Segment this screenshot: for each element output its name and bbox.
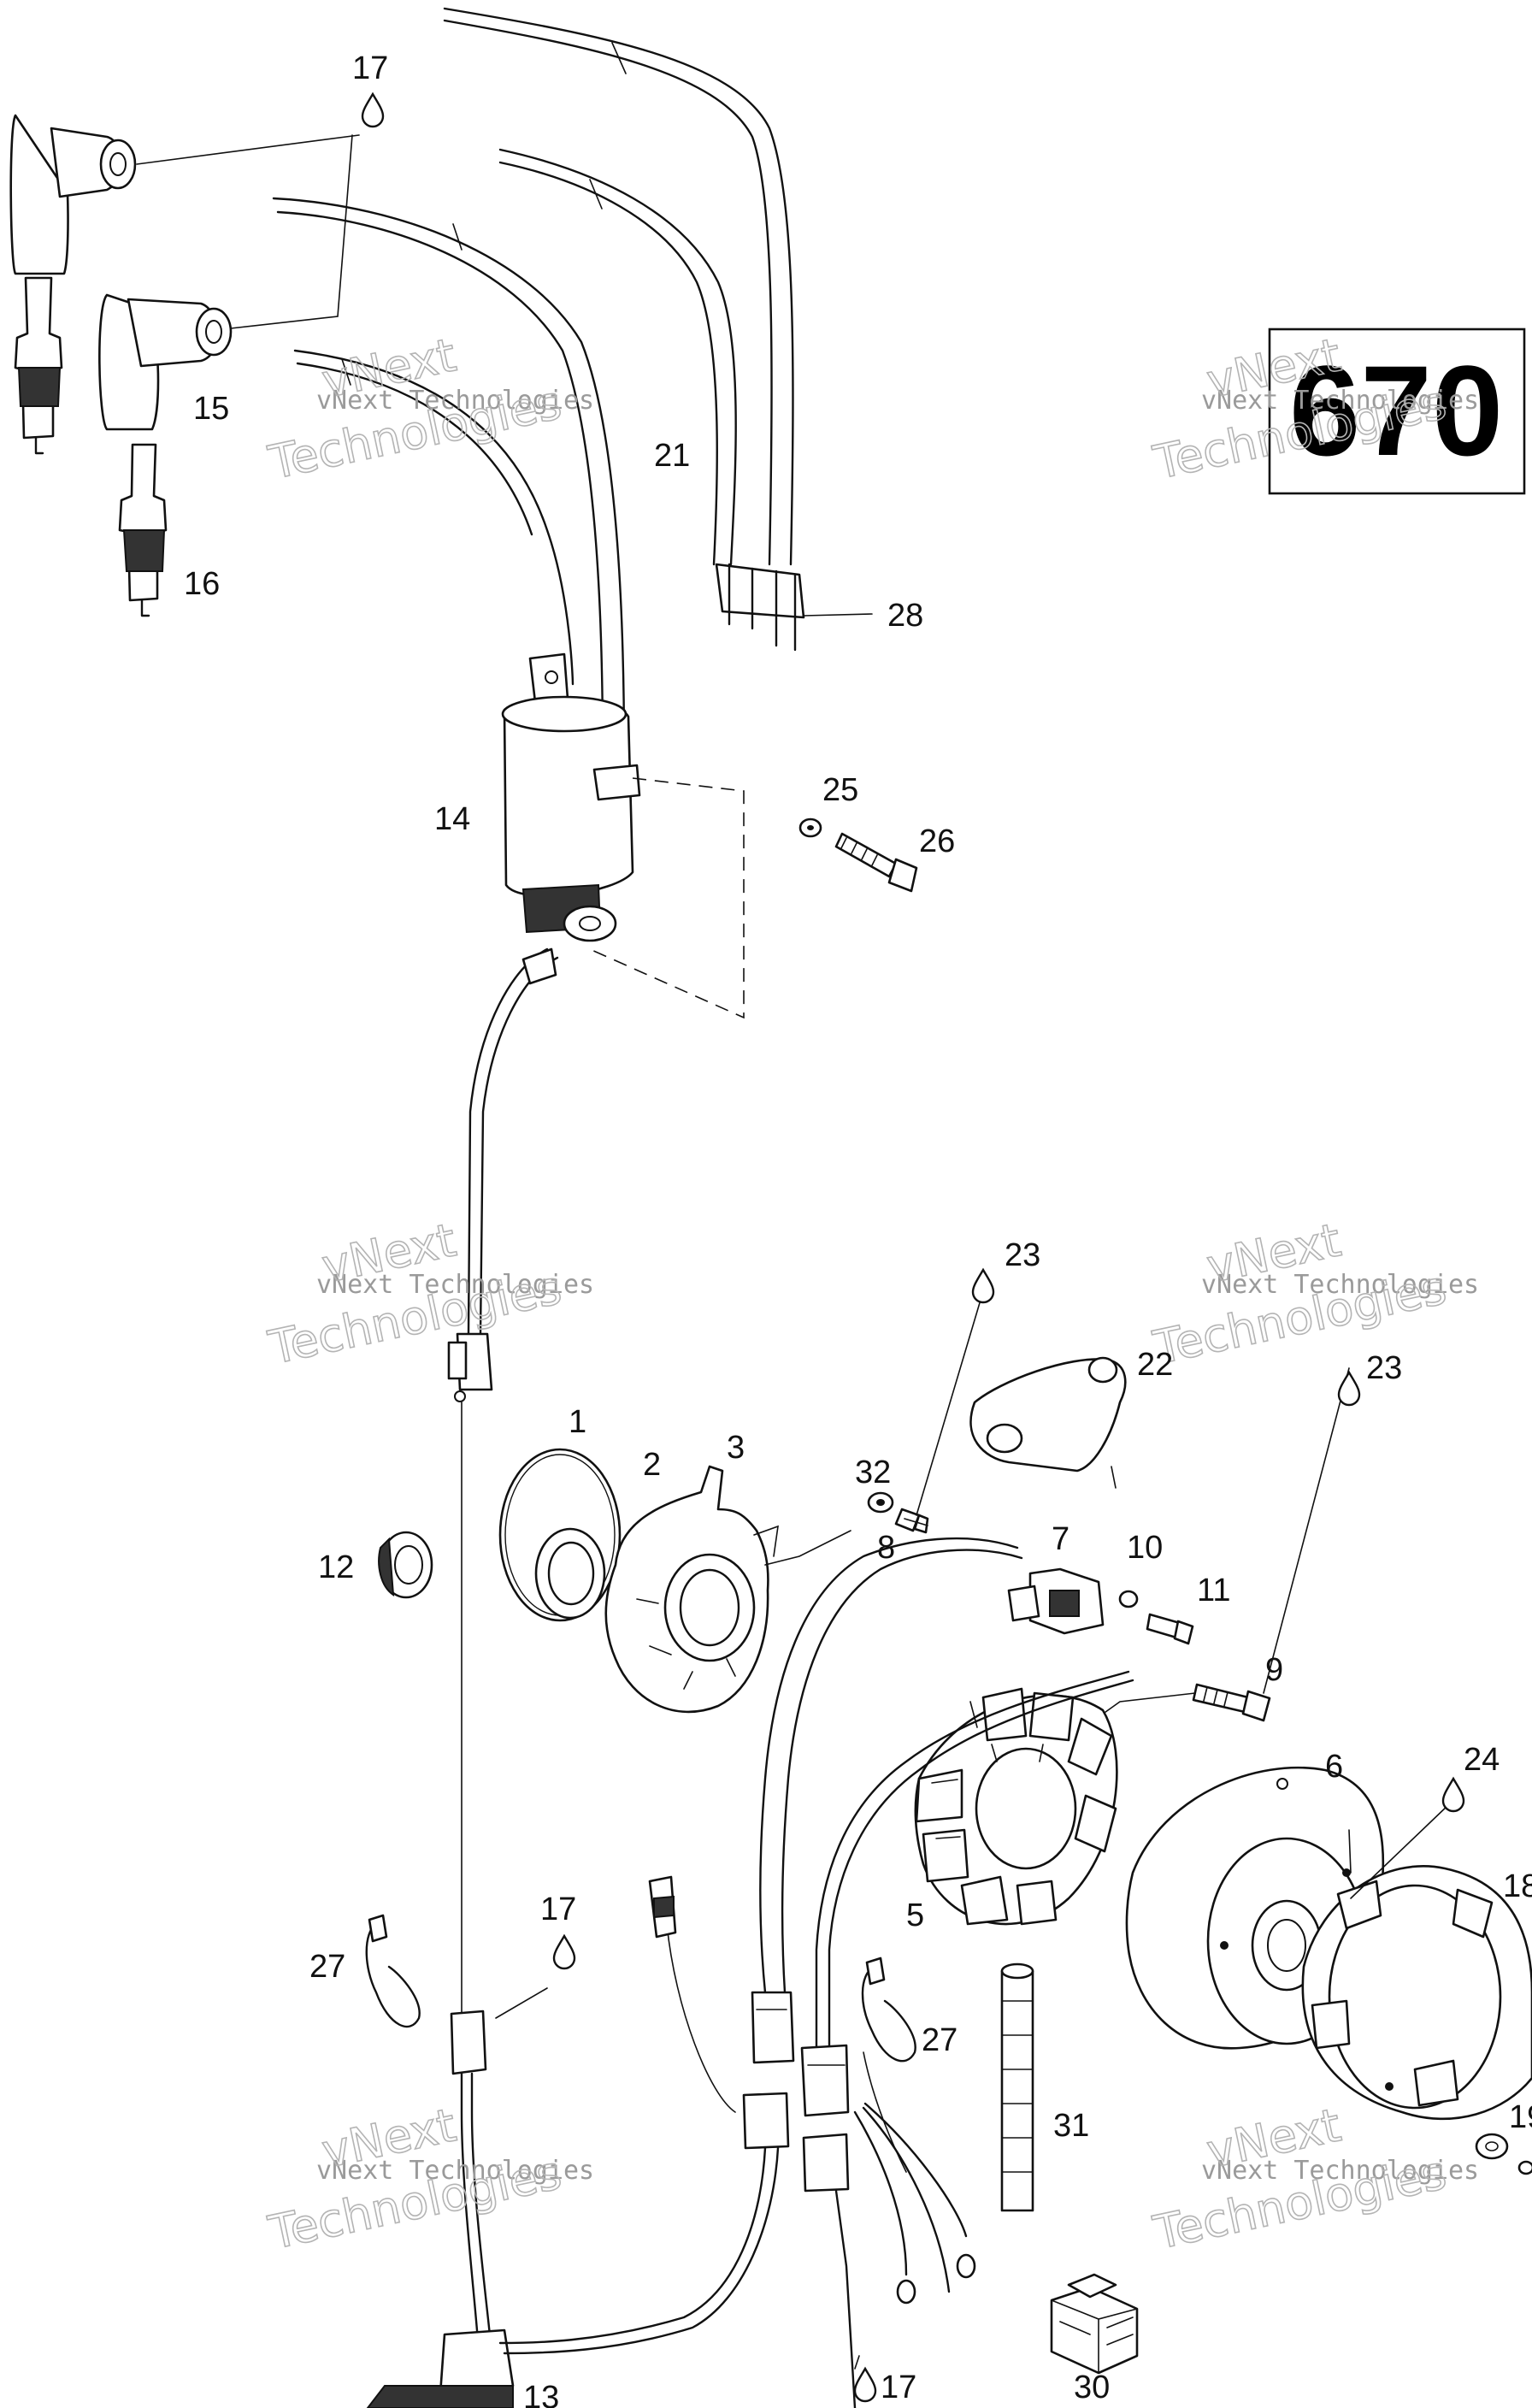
callout-9: 9 (1265, 1652, 1283, 1688)
callout-5: 5 (906, 1897, 924, 1933)
callout-27: 27 (309, 1949, 345, 1985)
callout-17: 17 (540, 1892, 576, 1927)
starter-cup (1301, 1865, 1532, 2121)
callout-23: 23 (1366, 1350, 1402, 1386)
callout-7: 7 (1052, 1521, 1069, 1557)
callout-17: 17 (352, 50, 388, 86)
lock-washer (1475, 2133, 1532, 2175)
callout-23: 23 (1005, 1237, 1040, 1273)
coil-screw (834, 832, 918, 893)
callout-18: 18 (1503, 1868, 1532, 1904)
seal (378, 1531, 433, 1599)
sealant-drop-17-mid (552, 1934, 576, 1970)
callout-32: 32 (855, 1455, 891, 1490)
pickup-cover (969, 1356, 1127, 1489)
callout-16: 16 (184, 566, 220, 602)
callout-22: 22 (1137, 1347, 1173, 1383)
spark-plug-upper (14, 276, 63, 455)
callout-12: 12 (318, 1549, 354, 1585)
callout-17: 17 (881, 2370, 916, 2405)
housing-screw (894, 1508, 929, 1534)
sealant-drop-17-top (361, 92, 385, 128)
magneto-harness (498, 1537, 1134, 2408)
spacer-tube (1000, 1962, 1034, 2212)
callout-11: 11 (1197, 1573, 1230, 1608)
svg-text:vNext Technologies: vNext Technologies (316, 2156, 594, 2186)
sealant-drop-23-left (971, 1268, 995, 1304)
spark-plug-lower (118, 443, 168, 617)
connector-housing (1050, 2273, 1139, 2375)
callout-25: 25 (822, 772, 858, 808)
coil-ground-wire (366, 947, 559, 2408)
trigger-screw (1146, 1613, 1194, 1645)
sealant-drop-17-bottom (853, 2367, 877, 2403)
callout-2: 2 (643, 1447, 661, 1483)
trigger-washer (1118, 1590, 1139, 1608)
watermark: vNext Technologies vNext Technologies vN… (263, 328, 1479, 2261)
svg-text:vNext Technologies: vNext Technologies (316, 1270, 594, 1300)
callout-10: 10 (1127, 1530, 1163, 1566)
callout-15: 15 (193, 391, 229, 427)
spark-plug-cap-upper (9, 114, 360, 275)
model-number: 670 (1289, 339, 1503, 482)
washer (798, 817, 822, 838)
callout-6: 6 (1325, 1749, 1343, 1785)
connector-clip (648, 1875, 677, 1939)
trigger-coil (1007, 1567, 1105, 1635)
svg-text:vNext Technologies: vNext Technologies (316, 386, 594, 416)
svg-text:vNext Technologies: vNext Technologies (1201, 1270, 1479, 1300)
tie-rap-left (365, 1914, 421, 2028)
callout-13: 13 (523, 2380, 559, 2408)
callout-14: 14 (434, 801, 470, 837)
callout-28: 28 (887, 598, 923, 634)
callout-24: 24 (1464, 1742, 1500, 1778)
svg-text:vNext Technologies: vNext Technologies (1201, 386, 1479, 416)
callout-27: 27 (922, 2022, 958, 2058)
callout-8: 8 (877, 1530, 895, 1566)
spark-plug-cap-lower (98, 134, 353, 431)
callout-30: 30 (1074, 2370, 1110, 2405)
callout-1: 1 (569, 1404, 586, 1440)
callout-21: 21 (654, 438, 690, 474)
stator (914, 1687, 1118, 1926)
callouts: 17 15 16 21 28 14 25 26 23 22 23 1 2 3 3… (184, 50, 1532, 2408)
model-number-box: 670 (1268, 328, 1526, 495)
stator-screw (1059, 1683, 1271, 1745)
sealant-drop-23-right (1337, 1371, 1361, 1407)
callout-31: 31 (1053, 2108, 1089, 2144)
sealant-drop-24 (1441, 1777, 1465, 1813)
housing-washer (867, 1491, 894, 1514)
oil-seal (534, 1527, 606, 1620)
ignition-coil (501, 652, 745, 1019)
leader-lines (495, 1290, 1450, 2370)
high-tension-wires (272, 7, 873, 754)
svg-text:vNext Technologies: vNext Technologies (1201, 2156, 1479, 2186)
stator-housing (604, 1465, 851, 1714)
callout-26: 26 (919, 823, 955, 859)
callout-19: 19 (1509, 2099, 1532, 2135)
callout-3: 3 (727, 1430, 745, 1466)
tie-rap-right (861, 1956, 916, 2063)
